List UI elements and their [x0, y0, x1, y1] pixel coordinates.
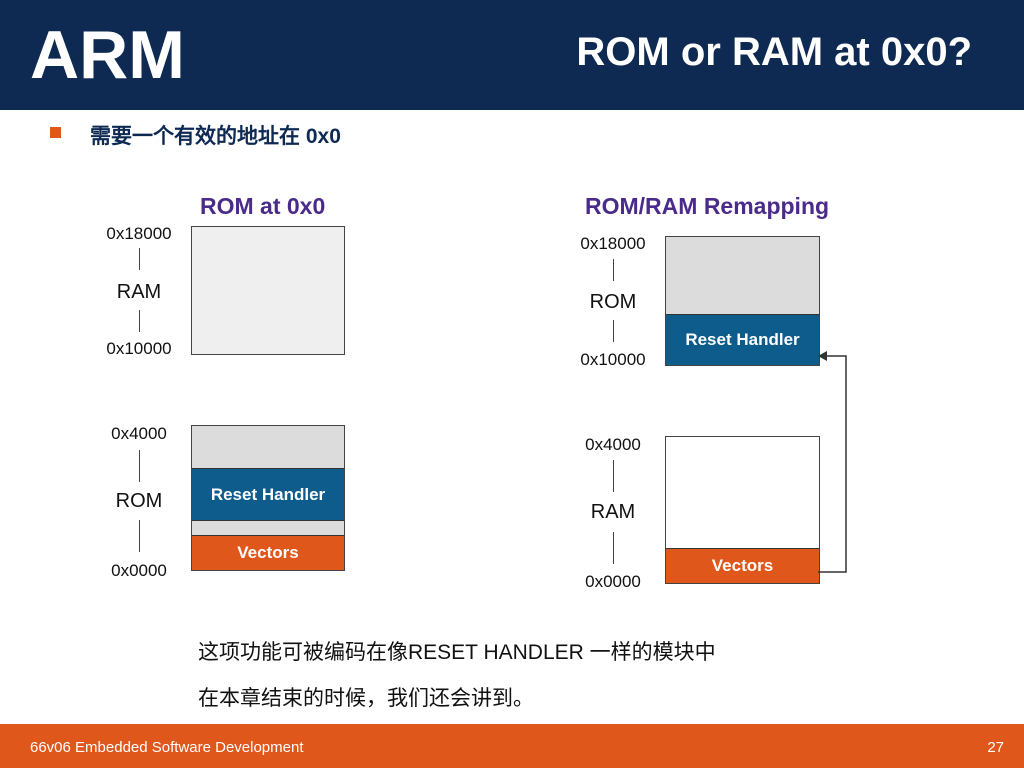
footer-course-name: 66v06 Embedded Software Development — [30, 739, 304, 756]
left-rom-top-address: 0x4000 — [111, 424, 167, 443]
left-ram-connector-top — [139, 248, 140, 270]
right-ram-connector-top — [613, 460, 614, 492]
left-rom-bottom-address: 0x0000 — [111, 561, 167, 580]
right-ram-connector-bottom — [613, 532, 614, 564]
left-rom-free-middle — [192, 521, 344, 535]
description-line-1: 这项功能可被编码在像RESET HANDLER 一样的模块中 — [198, 641, 716, 664]
left-rom-connector-bottom — [139, 520, 140, 552]
right-ram-block: Vectors — [665, 436, 820, 584]
right-rom-connector-bottom — [613, 320, 614, 342]
right-ram-bottom-address: 0x0000 — [585, 572, 641, 591]
description-line-2: 在本章结束的时候，我们还会讲到。 — [198, 687, 534, 710]
left-rom-vectors: Vectors — [192, 535, 344, 570]
left-rom-label: ROM — [115, 490, 163, 512]
left-rom-free-top — [192, 426, 344, 468]
slide-header: ARM ROM or RAM at 0x0? — [0, 0, 1024, 110]
right-diagram-heading: ROM/RAM Remapping — [585, 193, 830, 219]
right-rom-free-top — [666, 237, 819, 314]
left-rom-block: Reset Handler Vectors — [191, 425, 345, 571]
left-ram-block — [191, 226, 345, 355]
arm-logo-text: ARM — [30, 22, 185, 84]
right-rom-label: ROM — [589, 291, 637, 313]
right-ram-top-address: 0x4000 — [585, 435, 641, 454]
right-rom-bottom-address: 0x10000 — [580, 350, 646, 369]
bullet-square-icon — [50, 127, 61, 138]
right-rom-connector-top — [613, 259, 614, 281]
bullet-text: 需要一个有效的地址在 0x0 — [90, 125, 341, 148]
left-ram-label: RAM — [116, 281, 162, 303]
slide-title: ROM or RAM at 0x0? — [576, 30, 972, 74]
page-number: 27 — [987, 739, 1004, 756]
left-diagram-heading: ROM at 0x0 — [200, 193, 326, 219]
left-rom-reset-handler: Reset Handler — [192, 468, 344, 521]
left-ram-top-address: 0x18000 — [106, 224, 172, 243]
left-ram-connector-bottom — [139, 310, 140, 332]
right-rom-top-address: 0x18000 — [580, 234, 646, 253]
right-ram-vectors: Vectors — [666, 548, 819, 583]
slide-footer: 66v06 Embedded Software Development 27 — [0, 724, 1024, 768]
left-ram-bottom-address: 0x10000 — [106, 339, 172, 358]
right-ram-label: RAM — [590, 501, 636, 523]
right-rom-block: Reset Handler — [665, 236, 820, 366]
left-rom-connector-top — [139, 450, 140, 482]
arm-logo: ARM — [30, 22, 185, 84]
remap-arrow-icon — [818, 351, 847, 573]
right-rom-reset-handler: Reset Handler — [666, 314, 819, 365]
